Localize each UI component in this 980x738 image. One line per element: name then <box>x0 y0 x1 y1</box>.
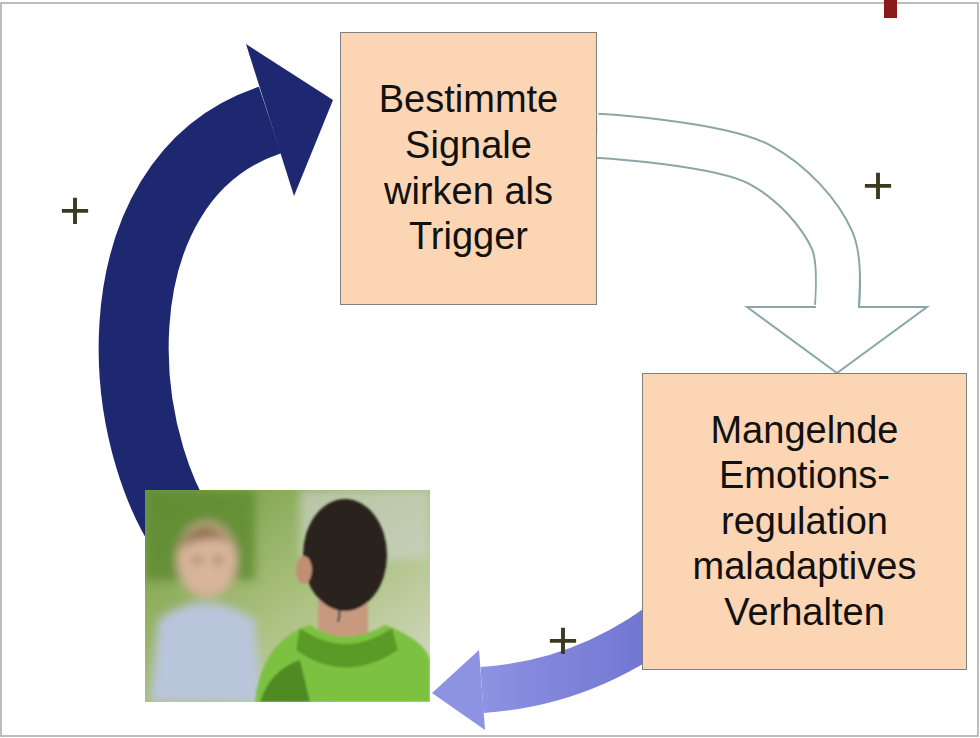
plus-sign: + <box>547 613 579 667</box>
arrow-body <box>597 136 838 311</box>
arrow-head-purple <box>432 650 485 730</box>
photo <box>145 490 430 702</box>
arrow-head <box>747 307 927 373</box>
plus-sign: + <box>862 158 894 212</box>
block-arrow <box>597 136 927 373</box>
frame <box>1 3 978 736</box>
plus-sign: + <box>59 183 91 237</box>
process-box: Mangelnde Emotions- regulation maladapti… <box>642 373 967 670</box>
process-box: Bestimmte Signale wirken als Trigger <box>340 32 597 305</box>
box-text: Mangelnde Emotions- regulation maladapti… <box>661 408 948 636</box>
arrow-head-navy <box>246 44 333 196</box>
box-text: Bestimmte Signale wirken als Trigger <box>359 77 578 259</box>
title-fragment <box>884 0 897 18</box>
